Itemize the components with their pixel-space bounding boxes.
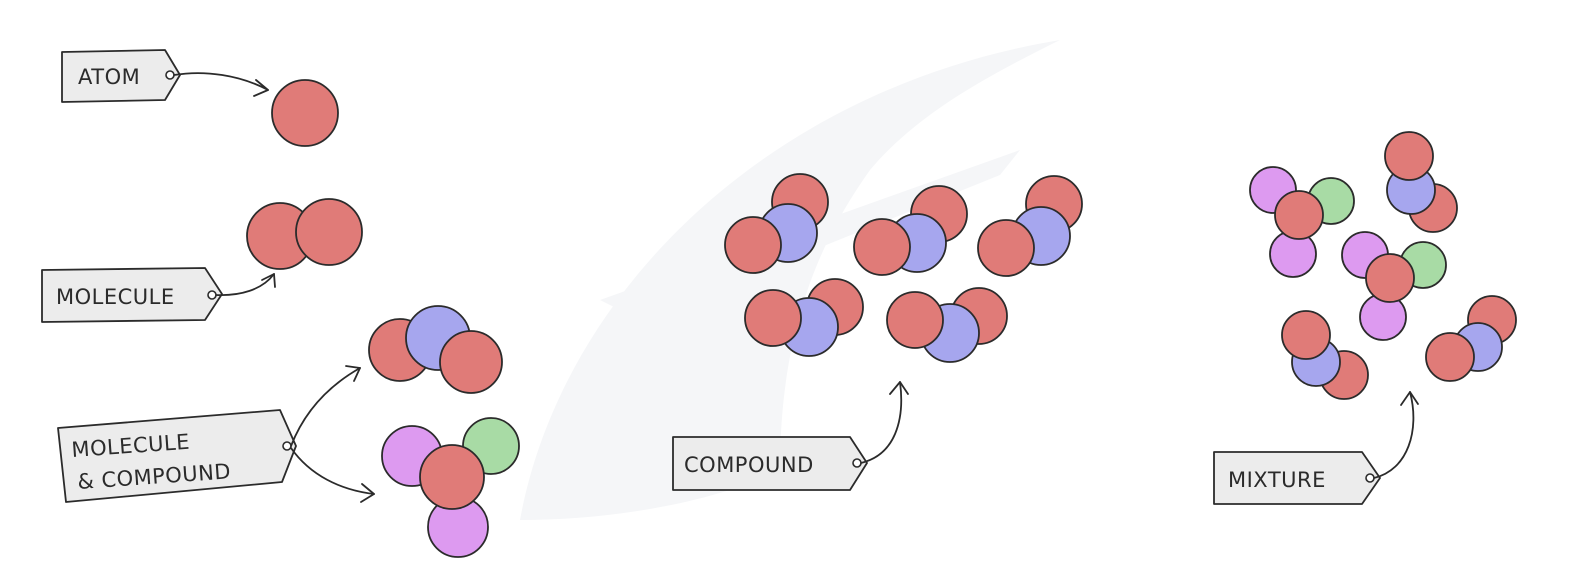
- compound-arrow-head: [889, 381, 909, 395]
- red-atom: [744, 289, 802, 347]
- four-atom-compound: [381, 417, 520, 558]
- red-atom: [1274, 190, 1324, 240]
- mixture-particle: [1249, 166, 1355, 278]
- molecule-arrow-head: [261, 273, 276, 288]
- red-atom: [853, 218, 911, 276]
- red-atom: [419, 444, 485, 510]
- molecule-compound-tag: MOLECULE & COMPOUND: [57, 409, 297, 503]
- red-atom: [271, 79, 339, 147]
- compound-particle: [977, 175, 1083, 277]
- tag-shape: [1213, 451, 1381, 505]
- background-watermark: [520, 40, 1060, 520]
- red-atom: [295, 198, 363, 266]
- molecule-arrow: [215, 273, 275, 296]
- molecule-compound-arrow-up: [290, 367, 361, 447]
- mixture-arrow: [1373, 391, 1415, 479]
- tag-shape: [41, 267, 223, 323]
- atom-arrow-head: [253, 79, 269, 97]
- red-atom: [1281, 310, 1331, 360]
- red-atom: [977, 219, 1035, 277]
- mixture-particle: [1384, 131, 1458, 233]
- mixture-label: MIXTURE: [1228, 468, 1326, 492]
- molecule-compound-arrow-down-head: [360, 483, 375, 503]
- mixture-tag: MIXTURE: [1213, 451, 1381, 505]
- molecule-particle: [246, 198, 363, 270]
- molecule-compound-arrow-up-head: [345, 365, 361, 382]
- tag-shape: [61, 49, 181, 103]
- red-atom: [439, 330, 503, 394]
- mixture-arrow-head: [1400, 391, 1419, 406]
- tag-hole: [1365, 473, 1375, 483]
- tag-hole: [852, 458, 862, 468]
- atom-tag: ATOM: [61, 49, 181, 103]
- compound-tag: COMPOUND: [672, 436, 868, 491]
- red-atom: [724, 216, 782, 274]
- compound-particle: [724, 173, 829, 274]
- red-atom: [886, 291, 944, 349]
- compound-arrow: [860, 381, 903, 464]
- molecule-label: MOLECULE: [56, 285, 175, 309]
- molecule-compound-arrow-down: [290, 447, 375, 495]
- tag-shape: [57, 409, 297, 503]
- red-atom: [1425, 332, 1475, 382]
- compound-label: COMPOUND: [684, 453, 814, 477]
- triatomic-molecule: [368, 305, 503, 394]
- red-atom: [1365, 253, 1415, 303]
- mixture-particle: [1425, 295, 1517, 382]
- mixture-particle: [1341, 231, 1447, 341]
- molecule-tag: MOLECULE: [41, 267, 223, 323]
- mixture-particle: [1281, 310, 1369, 400]
- tag-hole: [165, 70, 175, 80]
- tag-shape: [672, 436, 868, 491]
- compound-particle: [853, 185, 968, 276]
- compound-particle: [744, 278, 864, 357]
- tag-hole: [207, 290, 217, 300]
- compound-particle: [886, 287, 1008, 363]
- atom-label: ATOM: [78, 65, 140, 89]
- tag-hole: [282, 441, 292, 451]
- atom-arrow: [173, 72, 269, 91]
- red-atom: [1384, 131, 1434, 181]
- atom-particle: [271, 79, 339, 147]
